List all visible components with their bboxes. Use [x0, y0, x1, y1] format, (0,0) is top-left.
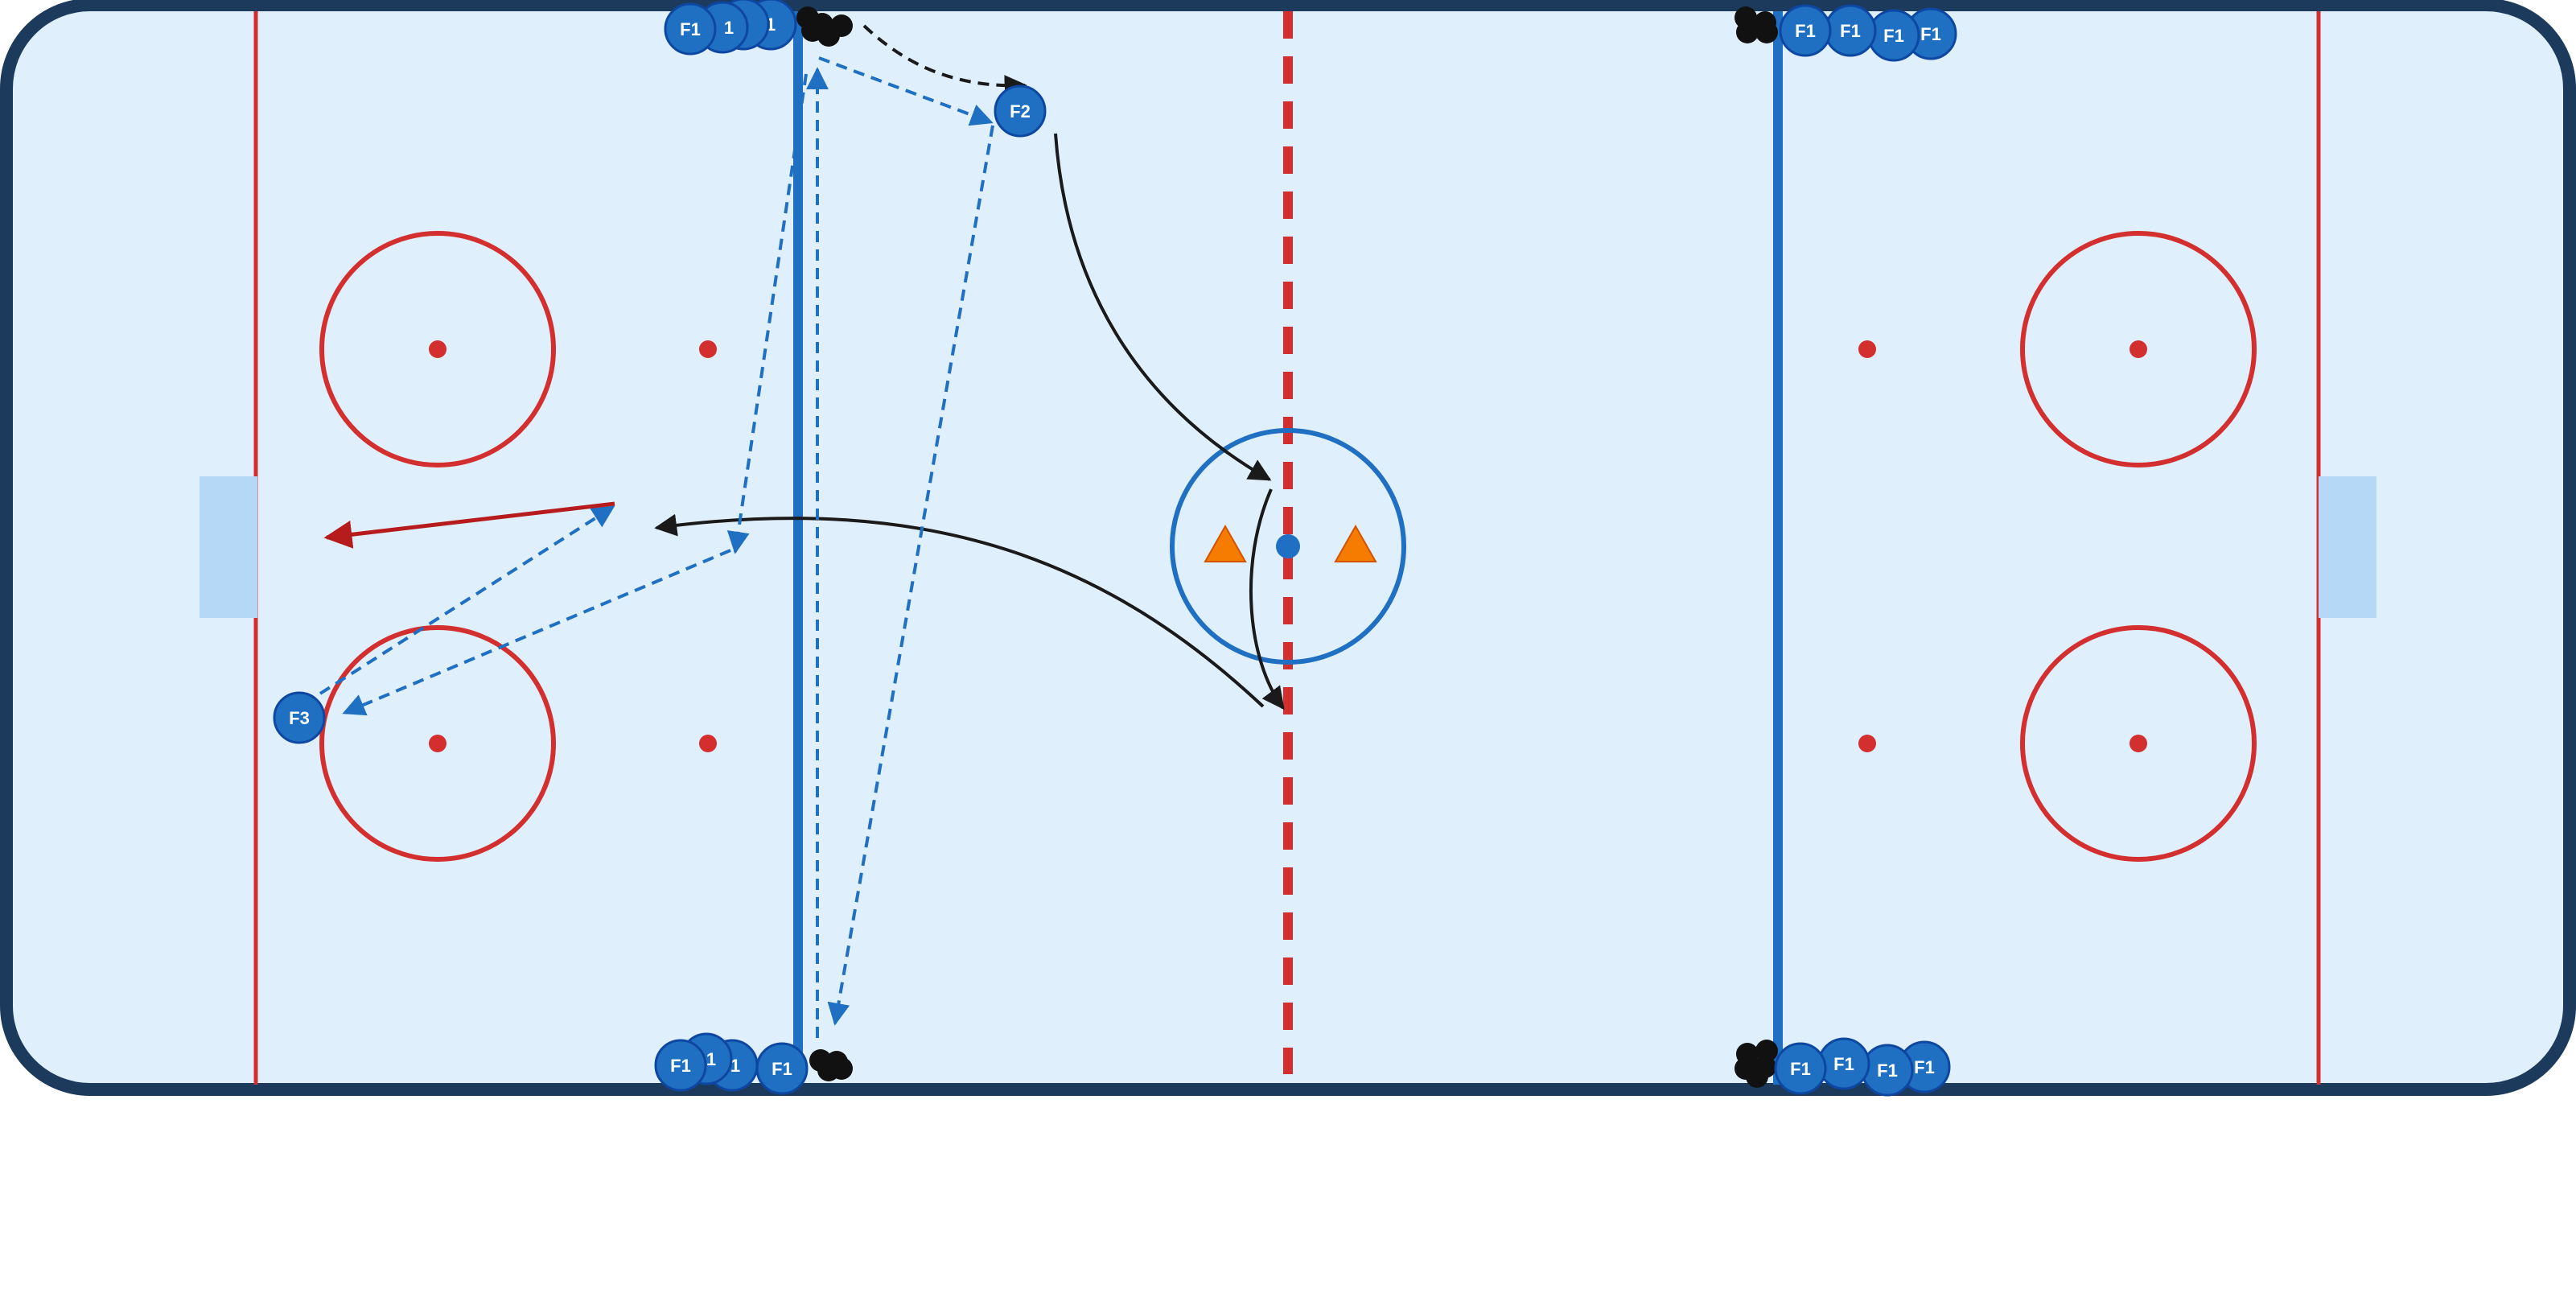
faceoff-dot-left-bottom — [429, 735, 446, 752]
player-token: F1 — [1861, 1044, 1914, 1097]
player-label: 1 — [724, 18, 734, 38]
neutral-dot-right-bottom — [1858, 735, 1876, 752]
player-token: F1 — [1824, 4, 1877, 57]
player-label: F2 — [1010, 101, 1031, 121]
puck-icon — [1755, 21, 1778, 43]
center-dot — [1276, 534, 1300, 558]
player-token: F1 — [1817, 1037, 1870, 1090]
player-group-top-left: 1 1 1 F1 — [664, 0, 797, 56]
player-token: F1 — [1904, 7, 1957, 60]
cone-icon — [1334, 524, 1377, 562]
player-label: F1 — [1920, 24, 1941, 44]
puck-pile-bottom-right — [1734, 1040, 1778, 1088]
pass-path-slot-to-f3 — [342, 549, 731, 716]
puck-icon — [1736, 21, 1759, 43]
neutral-dot-right-top — [1858, 340, 1876, 358]
player-label: F1 — [1833, 1054, 1854, 1074]
pass-path-top-to-slot — [726, 73, 808, 554]
center-circle — [1170, 428, 1406, 665]
puck-icon — [1746, 1065, 1768, 1088]
player-label: F1 — [1914, 1057, 1935, 1077]
faceoff-circle-left-top — [319, 231, 556, 467]
player-label: F1 — [680, 19, 701, 39]
neutral-dot-left-top — [699, 340, 717, 358]
goal-crease-left — [200, 476, 257, 618]
player-label: F1 — [1883, 26, 1904, 46]
player-label: F1 — [1795, 21, 1816, 41]
puck-pile-top-left — [796, 6, 853, 47]
player-label: F1 — [1840, 21, 1861, 41]
neutral-dot-left-bottom — [699, 735, 717, 752]
faceoff-dot-right-bottom — [2130, 735, 2147, 752]
puck-carry-path-top — [862, 24, 1027, 98]
faceoff-dot-right-top — [2130, 340, 2147, 358]
player-f2: F2 — [994, 84, 1047, 138]
player-group-bottom-right: F1 F1 F1 F1 — [1774, 1037, 1951, 1097]
cone-icon — [1204, 524, 1247, 562]
skate-path-f2-to-center — [1054, 133, 1272, 481]
pass-path-f3-to-point — [319, 505, 615, 695]
skate-path-center-loop — [1249, 488, 1285, 710]
player-label: F1 — [1877, 1060, 1898, 1081]
player-token: F1 — [654, 1039, 707, 1092]
player-label: F1 — [670, 1056, 691, 1076]
player-label: F3 — [289, 708, 310, 728]
puck-icon — [830, 1057, 853, 1080]
pass-path-f2-to-bottom — [827, 125, 994, 1026]
player-group-bottom-left: 1 1 F1 F1 — [654, 1032, 809, 1095]
player-group-top-right: F1 F1 F1 F1 — [1779, 4, 1957, 62]
player-label: 1 — [730, 1056, 740, 1076]
player-token: F1 — [1774, 1042, 1827, 1095]
player-label: 1 — [706, 1049, 716, 1069]
shot-path — [323, 501, 615, 549]
player-token: F1 — [755, 1042, 809, 1095]
faceoff-dot-left-top — [429, 340, 446, 358]
faceoff-circle-right-top — [2020, 231, 2257, 467]
player-token: F1 — [1779, 4, 1832, 57]
puck-pile-top-right — [1734, 6, 1778, 43]
pass-path-bluetop-to-f2 — [818, 56, 994, 126]
puck-icon — [817, 24, 840, 47]
faceoff-circle-right-bottom — [2020, 625, 2257, 862]
puck-pile-bottom-left — [809, 1049, 853, 1081]
player-label: F1 — [1790, 1059, 1811, 1079]
player-token: F1 — [1867, 9, 1920, 62]
player-token: F1 — [1898, 1040, 1951, 1093]
goal-crease-right — [2319, 476, 2376, 618]
player-f3: F3 — [273, 691, 326, 744]
player-label: F1 — [772, 1059, 792, 1079]
skate-path-center-to-left — [654, 513, 1265, 708]
player-token: F1 — [664, 2, 717, 56]
faceoff-circle-left-bottom — [319, 625, 556, 862]
